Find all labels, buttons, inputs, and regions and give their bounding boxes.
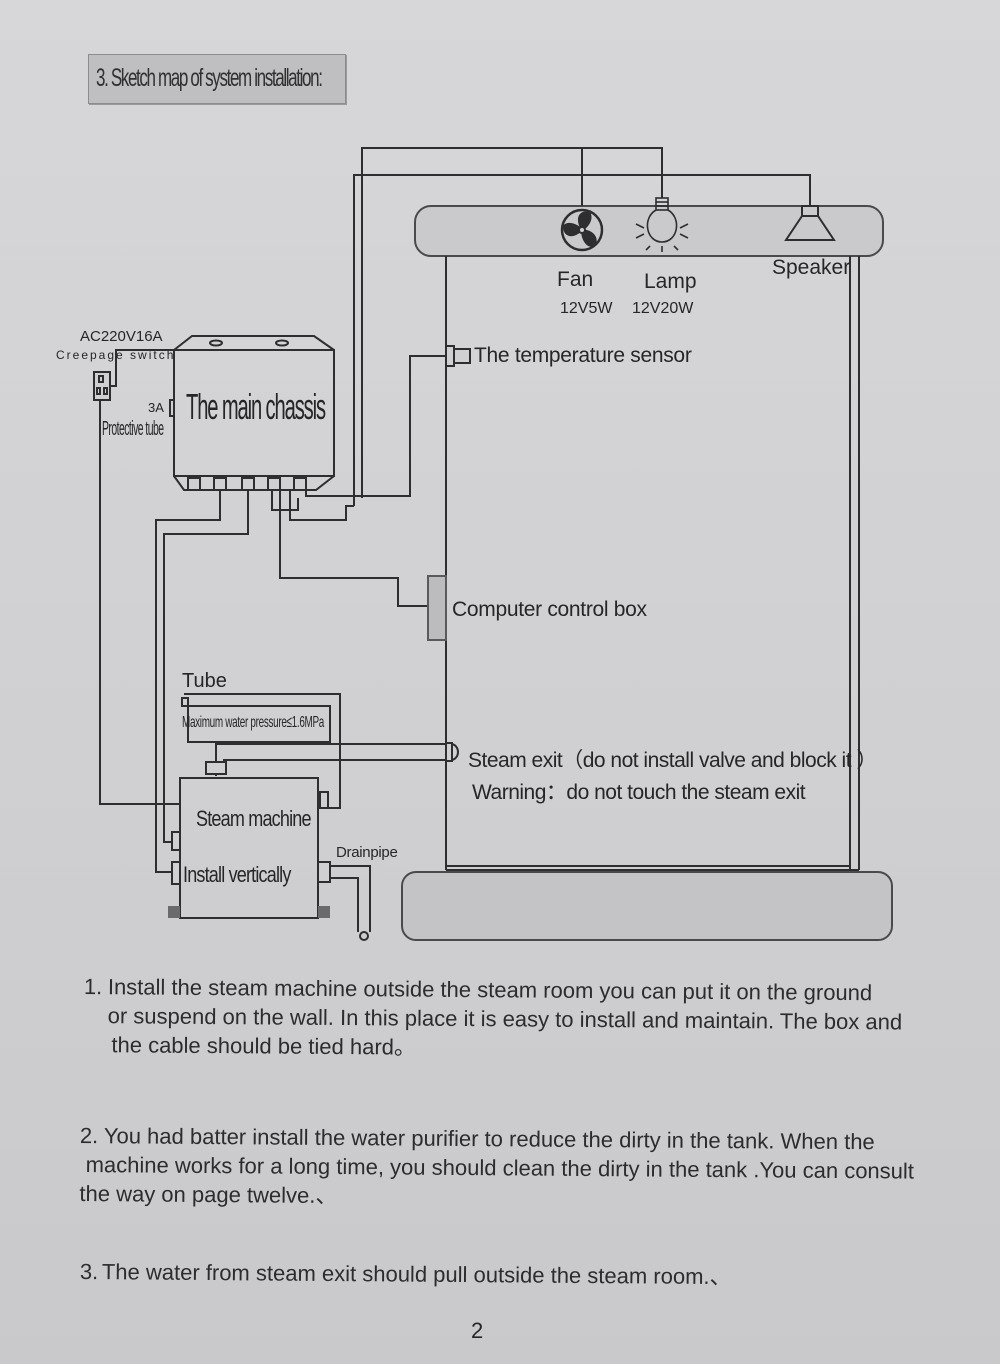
fan-icon (560, 208, 604, 252)
page-number: 2 (471, 1318, 484, 1343)
speaker-icon (784, 205, 836, 241)
note-3-number: 3. (79, 1258, 99, 1285)
lamp-spec: 12V20W (632, 300, 694, 317)
note-3: 3. The water from steam exit should pull… (80, 1257, 732, 1291)
control-box-label: Computer control box (452, 598, 647, 621)
speaker-label: Speaker (772, 256, 851, 279)
steam-machine-box (168, 777, 330, 919)
drainpipe-label: Drainpipe (336, 844, 398, 861)
fan-label: Fan (557, 268, 594, 291)
fan-spec: 12V5W (560, 300, 613, 317)
note-1-number: 1. (83, 973, 103, 1000)
steam-machine-label: Steam machine (196, 806, 312, 831)
creepage-switch-icon (93, 349, 180, 805)
control-box (427, 575, 447, 641)
temperature-sensor-icon (305, 345, 471, 497)
fuse-rating: 3A (148, 400, 164, 415)
floor-slab (401, 871, 893, 941)
note-1: 1. Install the steam machine outside the… (83, 972, 902, 1065)
switch-label: Creepage switch (56, 348, 176, 362)
water-tube (181, 693, 341, 809)
note-3-line-1: The water from steam exit should pull ou… (101, 1259, 732, 1290)
tube-label: Tube (182, 670, 227, 692)
main-chassis-label: The main chassis (186, 386, 326, 427)
steam-exit-label: Steam exit（do not install valve and bloc… (468, 749, 877, 772)
lamp-icon (635, 197, 689, 252)
fuse-label: Protective tube (102, 418, 164, 440)
main-chassis-box (173, 335, 335, 491)
switch-rating: AC220V16A (80, 328, 163, 345)
tube-pressure-note: Maximum water pressure≤1.6MPa (182, 714, 324, 731)
steam-exit-pipe (205, 742, 459, 776)
section-title-box (88, 54, 346, 104)
install-vertically-label: Install vertically (183, 862, 291, 887)
temperature-sensor-label: The temperature sensor (474, 344, 692, 367)
top-wiring (353, 147, 811, 506)
steam-exit-warning: Warning：do not touch the steam exit (472, 781, 806, 804)
section-title: 3. Sketch map of system installation: (96, 64, 323, 92)
drainpipe (317, 861, 371, 941)
note-2-number: 2. (79, 1122, 99, 1149)
chassis-to-steam-machine-wiring (155, 490, 428, 873)
lamp-label: Lamp (644, 270, 697, 293)
fuse-icon (169, 399, 175, 417)
note-2: 2. You had batter install the water puri… (79, 1121, 914, 1215)
